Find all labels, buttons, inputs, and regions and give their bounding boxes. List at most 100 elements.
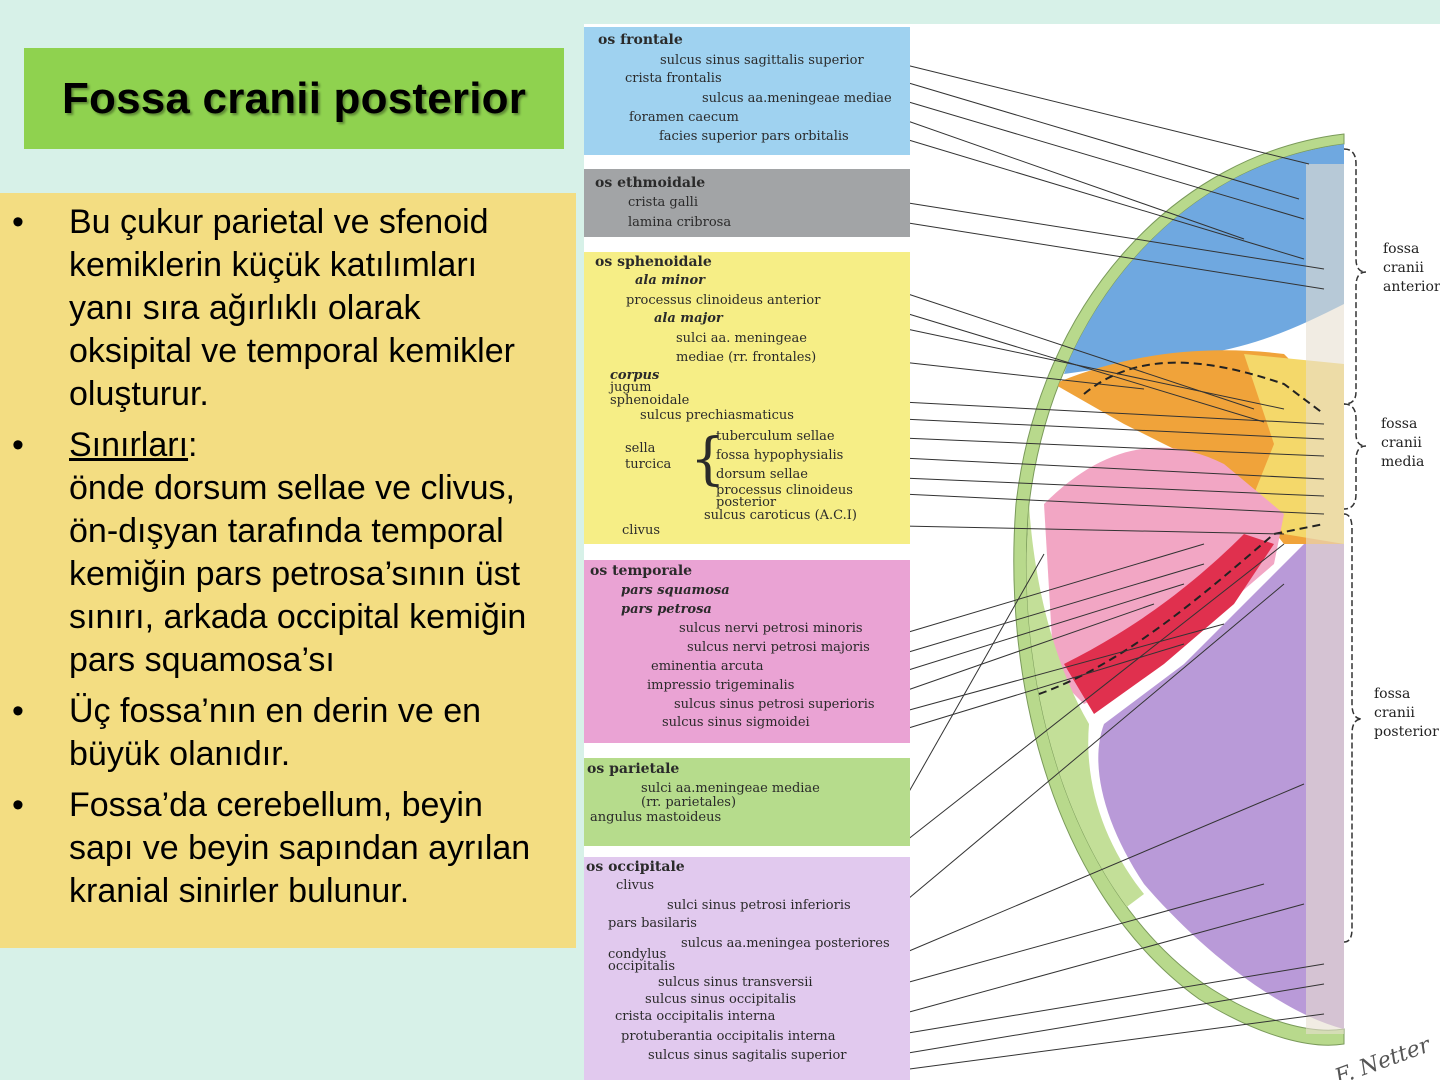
label-item: tuberculum sellae (716, 429, 835, 444)
panel-os-ethmoidale: os ethmoidale crista galli lamina cribro… (584, 169, 910, 237)
brace-media (1343, 403, 1367, 510)
region-fossa-cranii-posterior: fossa cranii posterior (1374, 685, 1439, 742)
bullet-item-3: • Üç fossa’nın en derin ve en büyük olan… (0, 690, 576, 776)
label-item: sulci aa.meningeae mediae (641, 781, 820, 796)
bullet-text: büyük olanıdır. (69, 735, 291, 773)
label-item: clivus (616, 878, 654, 893)
label-item: pars basilaris (608, 916, 697, 931)
leader-lines (901, 63, 1325, 1071)
label-item: crista galli (628, 195, 698, 210)
label-item: processus clinoideus (716, 483, 853, 498)
label-item: sulcus aa.meningeae mediae (702, 91, 892, 106)
dashed-boundary (1083, 361, 1325, 415)
bullet-marker: • (12, 786, 24, 824)
brace-sella: { (690, 427, 726, 492)
bullet-text: Fossa’da cerebellum, beyin (69, 786, 483, 824)
label-item: ala major (654, 311, 723, 326)
bullet-text: sapı ve beyin sapından ayrılan (69, 829, 531, 867)
bullet-text: Bu çukur parietal ve sfenoid (69, 203, 489, 241)
panel-os-sphenoidale: os sphenoidale ala minor processus clino… (584, 252, 910, 544)
label-item: sulcus sinus occipitalis (645, 992, 797, 1007)
label-item: pars petrosa (621, 602, 712, 617)
bullet-text: sınırı, arkada occipital kemiğin (69, 598, 527, 636)
label-item: occipitalis (608, 959, 675, 974)
anatomy-figure: os frontale sulcus sinus sagittalis supe… (584, 24, 1440, 1080)
label-item: corpus (610, 368, 660, 383)
bullet-list: • Bu çukur parietal ve sfenoid kemikleri… (0, 201, 576, 921)
bullet-text: kemiğin pars petrosa’sının üst (69, 555, 521, 593)
region-label-line: anterior (1383, 279, 1440, 295)
label-item: jugum (610, 380, 652, 395)
label-item: sulcus sinus transversii (658, 975, 813, 990)
label-item: pars squamosa (621, 583, 730, 598)
label-os-temporale: os temporale (590, 563, 693, 579)
bullet-item-2: • Sınırları: önde dorsum sellae ve clivu… (0, 424, 576, 682)
panel-os-occipitale: os occipitale clivus sulci sinus petrosi… (584, 857, 910, 1080)
label-item: sulci sinus petrosi inferioris (667, 898, 851, 913)
label-item: sulcus sinus sagitalis superior (648, 1048, 847, 1063)
label-item: impressio trigeminalis (647, 678, 795, 693)
bullet-text: yanı sıra ağırlıklı olarak (69, 289, 421, 327)
region-fossa-cranii-anterior: fossa cranii anterior (1383, 240, 1440, 297)
bullet-heading: Sınırları (69, 426, 189, 464)
label-item: processus clinoideus anterior (626, 293, 821, 308)
label-item: foramen caecum (629, 110, 739, 125)
skull-illustration (901, 63, 1367, 1071)
frontal-bone (1064, 144, 1344, 374)
label-item: sulcus caroticus (A.C.I) (704, 508, 857, 523)
label-item: sphenoidale (610, 393, 690, 408)
label-os-occipitale: os occipitale (586, 859, 685, 875)
region-label-line: cranii (1374, 705, 1415, 721)
label-item: ala minor (635, 273, 705, 288)
label-item: mediae (rr. frontales) (676, 350, 817, 365)
label-item: sulcus sinus sagittalis superior (660, 53, 864, 68)
bullet-text: kranial sinirler bulunur. (69, 872, 410, 910)
label-item: facies superior pars orbitalis (659, 129, 849, 144)
label-item: crista frontalis (625, 71, 722, 86)
region-label-line: cranii (1381, 435, 1422, 451)
panel-os-frontale: os frontale sulcus sinus sagittalis supe… (584, 27, 910, 155)
occipital-bone (1098, 544, 1344, 1029)
bullet-text: Üç fossa’nın en derin ve en (69, 692, 482, 730)
slide-title: Fossa cranii posterior (61, 73, 527, 123)
brace-anterior (1343, 148, 1367, 405)
label-item: angulus mastoideus (590, 810, 722, 825)
label-item: sella (625, 441, 656, 456)
label-os-frontale: os frontale (598, 32, 683, 48)
bullet-text: oluşturur. (69, 375, 209, 413)
midline-band (1306, 164, 1344, 1034)
label-item: sulcus prechiasmaticus (640, 408, 794, 423)
bullet-text: kemiklerin küçük katılımları (69, 246, 478, 284)
label-item: fossa hypophysialis (716, 448, 844, 463)
label-item: turcica (625, 457, 672, 472)
brace-posterior (1343, 513, 1363, 943)
label-os-sphenoidale: os sphenoidale (595, 254, 712, 270)
label-item: (rr. parietales) (641, 795, 737, 810)
region-label-line: fossa (1383, 241, 1420, 257)
region-fossa-cranii-media: fossa cranii media (1381, 415, 1424, 472)
bullet-marker: • (12, 692, 24, 730)
label-item: lamina cribrosa (628, 215, 732, 230)
label-os-ethmoidale: os ethmoidale (595, 175, 706, 191)
region-label-line: posterior (1374, 724, 1439, 740)
petrous-part (1064, 534, 1274, 714)
bullet-text: pars squamosa’sı (69, 641, 335, 679)
label-item: condylus (608, 947, 667, 962)
title-banner: Fossa cranii posterior (24, 48, 564, 149)
panel-os-temporale: os temporale pars squamosa pars petrosa … (584, 560, 910, 743)
region-label-line: media (1381, 454, 1425, 470)
label-os-parietale: os parietale (587, 761, 680, 777)
bullet-item-1: • Bu çukur parietal ve sfenoid kemikleri… (0, 201, 576, 416)
label-item: sulci aa. meningeae (676, 331, 807, 346)
bullet-text: oksipital ve temporal kemikler (69, 332, 515, 370)
label-item: eminentia arcuta (651, 659, 764, 674)
label-item: crista occipitalis interna (615, 1009, 776, 1024)
dashed-boundary (1038, 523, 1325, 695)
bullet-heading-line: Sınırları: (69, 424, 576, 467)
bullet-marker: • (12, 203, 24, 241)
content-box: • Bu çukur parietal ve sfenoid kemikleri… (0, 193, 576, 948)
label-item: sulcus nervi petrosi minoris (679, 621, 863, 636)
panel-os-parietale: os parietale sulci aa.meningeae mediae (… (584, 758, 910, 846)
label-item: sulcus aa.meningea posteriores (681, 936, 890, 951)
label-item: clivus (622, 523, 660, 538)
